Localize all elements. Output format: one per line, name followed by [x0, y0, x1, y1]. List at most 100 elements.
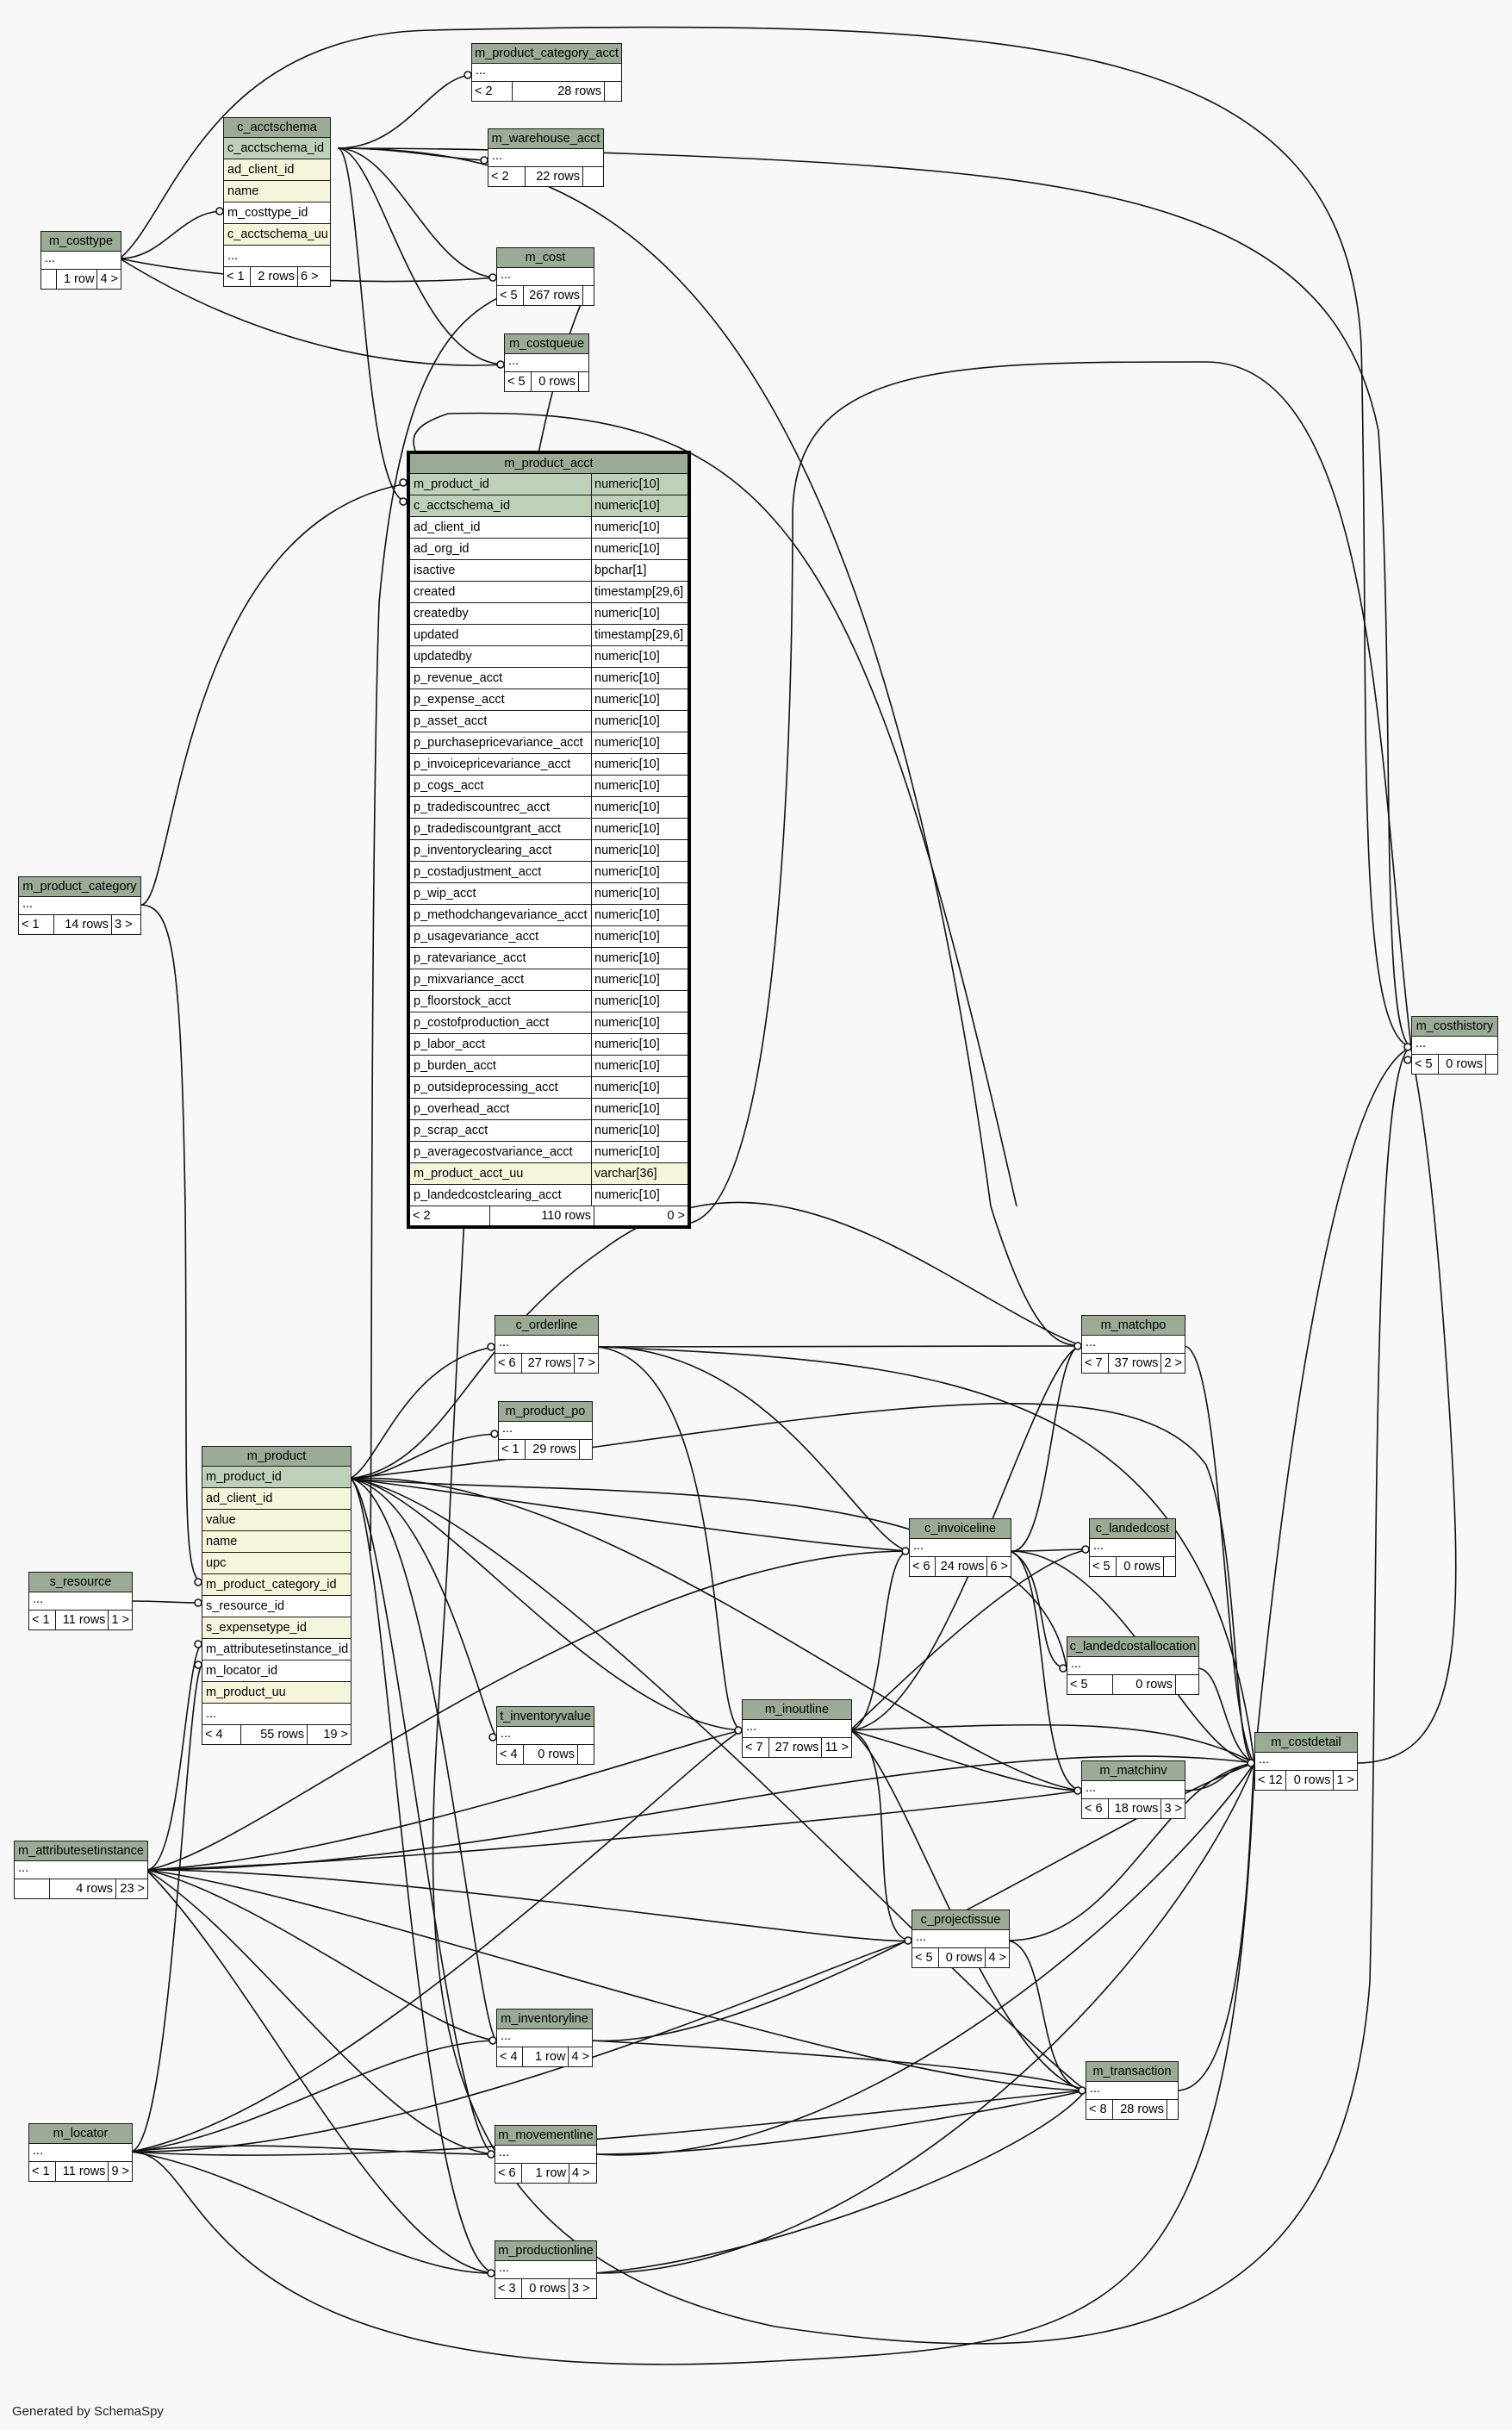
- table-m_costdetail[interactable]: m_costdetail ... < 12 0 rows 1 >: [1254, 1732, 1358, 1791]
- table-m_locator[interactable]: m_locator ... < 1 11 rows 9 >: [28, 2123, 133, 2182]
- child-count[interactable]: [1486, 1055, 1491, 1074]
- parent-count[interactable]: < 6: [495, 1354, 522, 1373]
- parent-count[interactable]: < 1: [19, 915, 54, 934]
- table-c_landedcostallocation[interactable]: c_landedcostallocation ... < 5 0 rows: [1067, 1636, 1199, 1695]
- parent-count[interactable]: < 5: [497, 286, 524, 305]
- table-m_product_category_acct[interactable]: m_product_category_acct ... < 2 28 rows: [471, 43, 622, 102]
- child-count[interactable]: 4 >: [572, 2166, 590, 2180]
- child-count[interactable]: [1164, 1557, 1169, 1576]
- column-ad_client_id[interactable]: ad_client_id: [202, 1488, 351, 1510]
- parent-count[interactable]: < 6: [495, 2164, 522, 2183]
- child-count[interactable]: 2 >: [1164, 1356, 1182, 1370]
- child-count[interactable]: 4 >: [988, 1951, 1006, 1965]
- table-m_cost[interactable]: m_cost ... < 5 267 rows: [496, 247, 594, 306]
- column-c_acctschema_uu[interactable]: c_acctschema_uu: [224, 224, 330, 246]
- child-count[interactable]: [605, 82, 610, 101]
- child-count[interactable]: 9 >: [111, 2165, 129, 2178]
- child-count[interactable]: 23 >: [120, 1882, 145, 1896]
- parent-count[interactable]: < 5: [1412, 1055, 1439, 1074]
- child-count[interactable]: [579, 372, 584, 391]
- column-c_acctschema_id[interactable]: c_acctschema_id: [224, 138, 330, 159]
- child-count[interactable]: 7 >: [577, 1356, 595, 1370]
- child-count[interactable]: [1176, 1675, 1181, 1694]
- parent-count[interactable]: [41, 270, 58, 289]
- parent-count[interactable]: < 5: [1090, 1557, 1117, 1576]
- child-count[interactable]: 3 >: [1164, 1802, 1182, 1816]
- parent-count[interactable]: < 6: [910, 1557, 936, 1576]
- column-s_expensetype_id[interactable]: s_expensetype_id: [202, 1617, 351, 1639]
- parent-count[interactable]: < 7: [743, 1738, 769, 1757]
- table-m_costqueue[interactable]: m_costqueue ... < 5 0 rows: [504, 333, 589, 392]
- table-t_inventoryvalue[interactable]: t_inventoryvalue ... < 4 0 rows: [496, 1706, 594, 1765]
- parent-count[interactable]: < 1: [29, 1611, 56, 1629]
- parent-count[interactable]: < 1: [224, 267, 251, 286]
- column-name[interactable]: name: [202, 1531, 351, 1553]
- column-m_attributesetinstance_id[interactable]: m_attributesetinstance_id: [202, 1639, 351, 1660]
- child-count[interactable]: 6 >: [990, 1560, 1008, 1573]
- table-c_orderline[interactable]: c_orderline ... < 6 27 rows 7 >: [495, 1315, 599, 1374]
- table-m_matchinv[interactable]: m_matchinv ... < 6 18 rows 3 >: [1081, 1760, 1185, 1819]
- parent-count[interactable]: < 2: [472, 82, 513, 101]
- table-m_warehouse_acct[interactable]: m_warehouse_acct ... < 2 22 rows: [488, 128, 604, 187]
- child-count[interactable]: [578, 1745, 583, 1764]
- child-count[interactable]: 1 >: [1336, 1773, 1354, 1787]
- parent-count[interactable]: < 4: [497, 1745, 524, 1764]
- parent-count[interactable]: < 5: [912, 1948, 939, 1967]
- table-m_movementline[interactable]: m_movementline ... < 6 1 row 4 >: [495, 2125, 597, 2184]
- column-m_product_id[interactable]: m_product_id: [202, 1467, 351, 1488]
- column-m_costtype_id[interactable]: m_costtype_id: [224, 202, 330, 224]
- child-count[interactable]: 3 >: [115, 918, 133, 932]
- table-c_invoiceline[interactable]: c_invoiceline ... < 6 24 rows 6 >: [909, 1518, 1011, 1577]
- parent-count[interactable]: < 4: [497, 2047, 524, 2066]
- table-m_costhistory[interactable]: m_costhistory ... < 5 0 rows: [1411, 1016, 1498, 1075]
- table-c_landedcost[interactable]: c_landedcost ... < 5 0 rows: [1089, 1518, 1176, 1577]
- column-name[interactable]: name: [224, 181, 330, 202]
- parent-count[interactable]: < 1: [499, 1440, 526, 1459]
- parent-count[interactable]: < 5: [1067, 1675, 1113, 1694]
- column-m_product_uu[interactable]: m_product_uu: [202, 1682, 351, 1704]
- parent-count[interactable]: < 5: [505, 372, 532, 391]
- column-m_locator_id[interactable]: m_locator_id: [202, 1660, 351, 1682]
- child-count[interactable]: 4 >: [100, 272, 118, 286]
- column-value[interactable]: value: [202, 1510, 351, 1531]
- parent-count[interactable]: < 7: [1082, 1354, 1109, 1373]
- child-count[interactable]: 4 >: [571, 2050, 589, 2064]
- column-upc[interactable]: upc: [202, 1553, 351, 1574]
- parent-count[interactable]: < 2: [410, 1206, 490, 1225]
- table-m_matchpo[interactable]: m_matchpo ... < 7 37 rows 2 >: [1081, 1315, 1185, 1374]
- child-count[interactable]: 3 >: [572, 2282, 590, 2296]
- parent-count[interactable]: < 8: [1086, 2100, 1113, 2119]
- table-m_product_po[interactable]: m_product_po ... < 1 29 rows: [498, 1401, 593, 1460]
- child-count[interactable]: [580, 1440, 585, 1459]
- parent-count[interactable]: [15, 1879, 50, 1898]
